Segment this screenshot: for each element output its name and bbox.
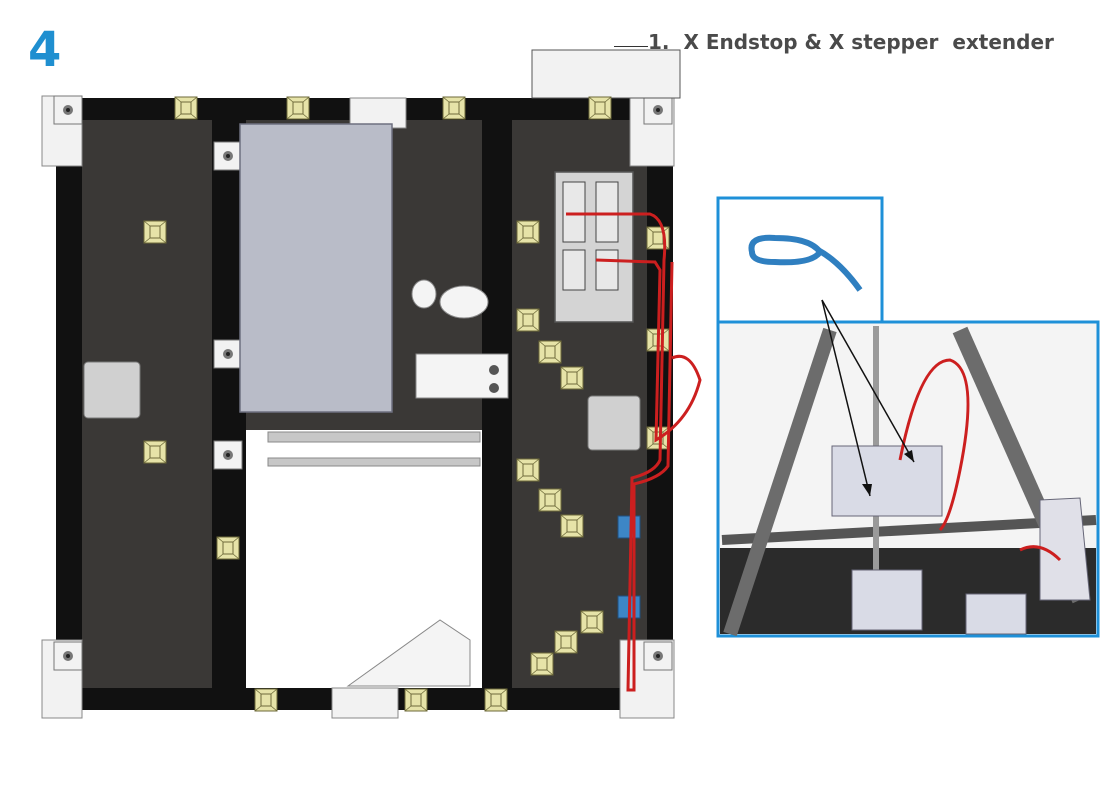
zip-tie-icon	[748, 234, 863, 292]
idler-pulley	[439, 285, 489, 319]
mainboard	[554, 171, 634, 323]
left-stepper-motor	[83, 361, 141, 419]
detail-inset	[716, 299, 1100, 638]
center-right-extrusion	[482, 120, 512, 690]
power-supply	[239, 123, 393, 413]
connector-upper	[617, 515, 641, 539]
bottom-bracket-shape	[346, 619, 471, 687]
callout-leader-line	[614, 46, 648, 47]
step-number: 4	[28, 22, 62, 78]
top-lcd-box	[531, 49, 681, 99]
y-rod	[267, 431, 481, 443]
zip-tie-inset	[716, 196, 884, 328]
right-stepper-motor	[587, 395, 641, 451]
bottom-center-plate	[331, 687, 399, 719]
top-center-plate	[349, 97, 407, 129]
y-carriage-plate	[415, 353, 509, 399]
red-cable	[566, 212, 674, 692]
callout-label: 1. X Endstop & X stepper extender	[648, 30, 1054, 54]
left-extrusion	[56, 98, 82, 710]
x-endstop-block	[831, 445, 943, 517]
